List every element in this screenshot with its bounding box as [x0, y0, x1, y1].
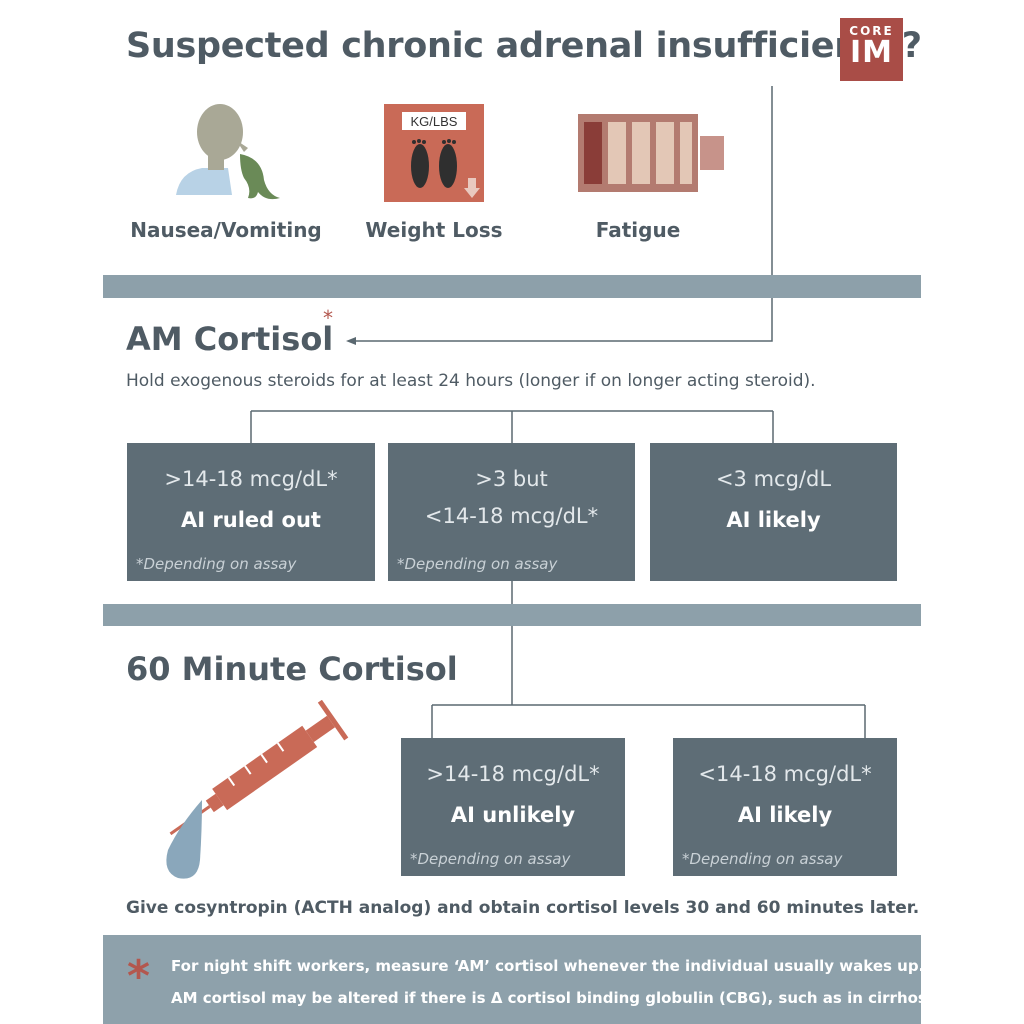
sixty-range-high: >14-18 mcg/dL* [426, 762, 600, 786]
am-result-likely: AI likely [726, 508, 821, 532]
footnote-panel: * For night shift workers, measure ‘AM’ … [103, 935, 947, 1024]
sixty-result-box-high: >14-18 mcg/dL* AI unlikely *Depending on… [401, 738, 625, 876]
symptom-label-nausea: Nausea/Vomiting [130, 218, 322, 242]
syringe-icon [166, 700, 349, 879]
person-vomiting-icon [176, 104, 280, 200]
assay-note: *Depending on assay [682, 850, 843, 868]
footnote-asterisk: * [127, 951, 151, 1002]
am-cortisol-instruction: Hold exogenous steroids for at least 24 … [126, 371, 816, 391]
am-result-box-high: >14-18 mcg/dL* AI ruled out *Depending o… [127, 443, 375, 581]
am-range-mid-line1: >3 but [475, 467, 548, 491]
sixty-minute-heading: 60 Minute Cortisol [126, 650, 458, 688]
symptom-label-weight-loss: Weight Loss [365, 218, 503, 242]
symptom-label-fatigue: Fatigue [595, 218, 681, 242]
am-cortisol-heading: AM Cortisol [126, 320, 334, 358]
sixty-result-unlikely: AI unlikely [450, 803, 576, 827]
assay-note: *Depending on assay [410, 850, 571, 868]
sixty-result-box-low: <14-18 mcg/dL* AI likely *Depending on a… [673, 738, 897, 876]
section-divider-2 [103, 604, 921, 626]
am-range-high: >14-18 mcg/dL* [164, 467, 338, 491]
sixty-result-likely: AI likely [737, 803, 833, 827]
core-im-logo: CORE IM [840, 18, 903, 81]
footnote-line2: AM cortisol may be altered if there is Δ… [171, 989, 947, 1007]
logo-line2: IM [849, 35, 893, 70]
footnote-line1: For night shift workers, measure ‘AM’ co… [171, 957, 925, 975]
logo-line1: CORE [849, 24, 894, 38]
arrowhead-am [346, 337, 356, 345]
am-range-mid-line2: <14-18 mcg/dL* [424, 504, 599, 528]
cosyntropin-instruction: Give cosyntropin (ACTH analog) and obtai… [126, 898, 920, 918]
am-result-ruled-out: AI ruled out [181, 508, 321, 532]
assay-note: *Depending on assay [136, 555, 297, 573]
weight-scale-icon: KG/LBS [384, 104, 484, 202]
page-title: Suspected chronic adrenal insufficiency? [126, 26, 922, 66]
am-result-box-intermediate: >3 but <14-18 mcg/dL* *Depending on assa… [388, 443, 635, 581]
sixty-range-low: <14-18 mcg/dL* [698, 762, 872, 786]
am-result-box-low: <3 mcg/dL AI likely [650, 443, 897, 581]
section-divider-1 [103, 275, 921, 298]
am-cortisol-asterisk: * [323, 306, 333, 330]
low-battery-icon [578, 114, 724, 192]
connector-top-to-am [352, 86, 773, 342]
am-range-low: <3 mcg/dL [715, 467, 832, 491]
scale-label: KG/LBS [411, 114, 458, 129]
assay-note: *Depending on assay [397, 555, 558, 573]
